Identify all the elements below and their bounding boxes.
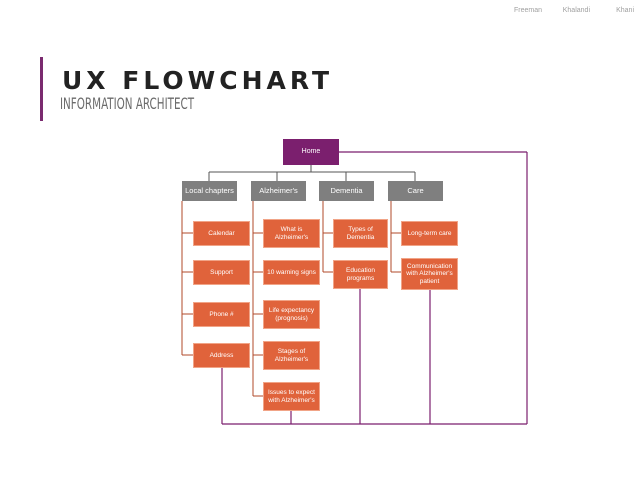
node-types-of-dementia: Types of Dementia — [333, 219, 388, 248]
node-long-term-care: Long-term care — [401, 221, 458, 246]
node-phone: Phone # — [193, 302, 250, 327]
node-communication: Communication with Alzheimer's patient — [401, 258, 458, 290]
node-warning-signs: 10 warning signs — [263, 260, 320, 285]
author-name: Freeman — [513, 7, 542, 14]
node-support: Support — [193, 260, 250, 285]
title-accent-bar — [40, 57, 43, 121]
node-home: Home — [283, 139, 339, 165]
author-name: Khani — [616, 7, 634, 14]
author-name: Khalandi — [562, 7, 590, 14]
node-category-dementia: Dementia — [319, 181, 374, 201]
node-life-expectancy: Life expectancy (prognosis) — [263, 300, 320, 329]
node-category-local-chapters: Local chapters — [182, 181, 237, 201]
node-category-alzheimers: Alzheimer's — [251, 181, 306, 201]
node-stages-of-alzheimers: Stages of Alzheimer's — [263, 341, 320, 370]
node-education-programs: Education programs — [333, 260, 388, 289]
node-issues-to-expect: Issues to expect with Alzheimer's — [263, 382, 320, 411]
node-calendar: Calendar — [193, 221, 250, 246]
slide-subtitle: INFORMATION ARCHITECT — [60, 94, 195, 113]
node-address: Address — [193, 343, 250, 368]
node-what-is-alzheimers: What is Alzheimer's — [263, 219, 320, 248]
slide-title: UX FLOWCHART — [62, 66, 334, 95]
node-category-care: Care — [388, 181, 443, 201]
